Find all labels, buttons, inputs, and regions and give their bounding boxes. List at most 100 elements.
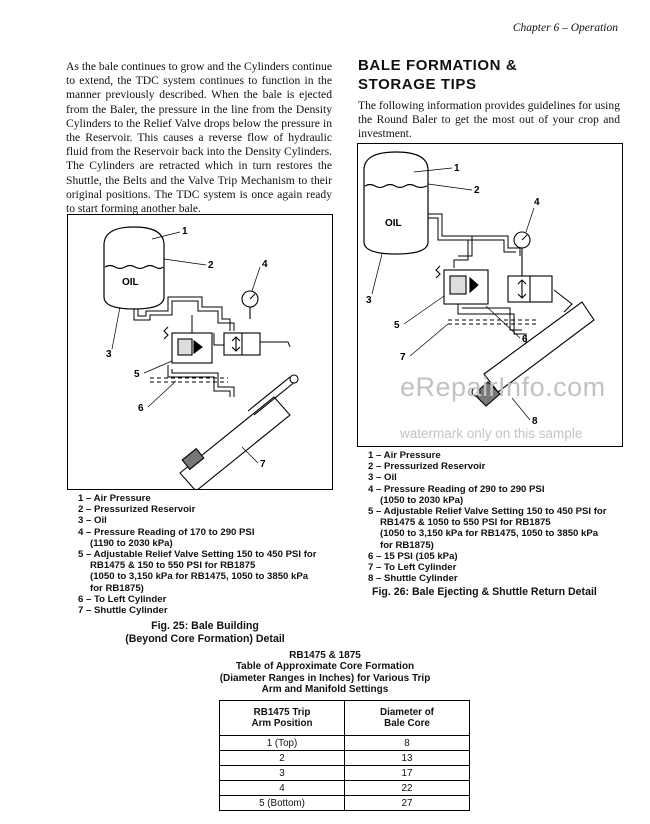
table-row: 3 17 — [219, 765, 470, 781]
section-heading: BALE FORMATION & STORAGE TIPS — [358, 56, 618, 94]
legend-item: 7 – Shuttle Cylinder — [78, 605, 168, 617]
cell-core-diameter: 13 — [344, 750, 470, 766]
column-header-trip-arm: RB1475 Trip Arm Position — [219, 700, 345, 736]
fig25-callout-3: 3 — [106, 349, 112, 360]
fig25-caption: Fig. 25: Bale Building (Beyond Core Form… — [110, 620, 300, 645]
cell-core-diameter: 8 — [344, 735, 470, 751]
shuttle-cylinder — [471, 301, 595, 407]
cell-trip-arm-position: 2 — [219, 750, 345, 766]
fig25-callout-5: 5 — [134, 369, 140, 380]
table-title: RB1475 & 1875 Table of Approximate Core … — [180, 650, 470, 695]
watermark-brand: eRepairInfo.com — [400, 372, 606, 402]
legend-item: 6 – 15 PSI (105 kPa) — [368, 550, 458, 562]
fig26-callouts: 1 2 3 4 5 6 7 8 — [366, 163, 540, 427]
fig25-callout-1: 1 — [182, 226, 188, 237]
legend-item: RB1475 & 150 to 550 PSI for RB1875 — [90, 560, 256, 572]
fig25-callouts: 1 2 3 4 5 6 7 — [106, 226, 268, 470]
legend-item: 3 – Oil — [78, 515, 107, 527]
cell-trip-arm-position: 1 (Top) — [219, 735, 345, 751]
legend-item: 3 – Oil — [368, 472, 397, 484]
section-heading-line2: STORAGE TIPS — [358, 76, 477, 93]
fig26-callout-4: 4 — [534, 197, 540, 208]
fig25-callout-4: 4 — [262, 259, 268, 270]
fig25-legend: 1 – Air Pressure 2 – Pressurized Reservo… — [78, 493, 317, 616]
fig26-callout-8: 8 — [532, 416, 538, 427]
fig25-leader-lines — [111, 231, 261, 464]
pressure-gauge — [513, 231, 531, 276]
chapter-header: Chapter 6 – Operation — [512, 22, 618, 34]
cell-core-diameter: 22 — [344, 780, 470, 796]
oil-level-line — [364, 183, 428, 189]
fig26-hydraulic-schematic: OIL — [363, 151, 595, 427]
fig25-caption-line2: (Beyond Core Formation) Detail — [125, 632, 285, 645]
legend-item: 4 – Pressure Reading of 170 to 290 PSI — [78, 526, 255, 538]
fig26-callout-2: 2 — [474, 185, 480, 196]
legend-item: 5 – Adjustable Relief Valve Setting 150 … — [78, 549, 317, 561]
table-row: 2 13 — [219, 750, 470, 766]
table-header-row: RB1475 Trip Arm Position Diameter of Bal… — [219, 700, 470, 736]
table-row: 1 (Top) 8 — [219, 735, 470, 751]
table-title-line: RB1475 & 1875 — [289, 650, 361, 661]
reservoir-tank — [103, 226, 165, 310]
legend-item: 2 – Pressurized Reservoir — [368, 461, 486, 473]
section-heading-line1: BALE FORMATION & — [358, 57, 518, 74]
trip-valve — [507, 275, 553, 303]
shuttle-cylinder — [179, 374, 299, 489]
core-formation-table: RB1475 Trip Arm Position Diameter of Bal… — [219, 700, 470, 811]
legend-item: 1 – Air Pressure — [368, 450, 441, 461]
tank-outline — [363, 151, 429, 255]
fig26-oil-label: OIL — [385, 218, 402, 229]
fig25-callout-7: 7 — [260, 459, 266, 470]
legend-item: 4 – Pressure Reading of 290 to 290 PSI — [368, 483, 545, 495]
cell-trip-arm-position: 4 — [219, 780, 345, 796]
trip-valve — [223, 332, 261, 356]
legend-item: 5 – Adjustable Relief Valve Setting 150 … — [368, 506, 607, 518]
section-intro: The following information provides guide… — [358, 99, 620, 141]
legend-item: (1050 to 2030 kPa) — [380, 494, 464, 506]
fig26-callout-1: 1 — [454, 163, 460, 174]
table-row: 5 (Bottom) 27 — [219, 795, 470, 811]
legend-item: for RB1875) — [90, 582, 144, 594]
header-line: Arm Position — [251, 718, 313, 729]
legend-item: RB1475 & 1050 to 550 PSI for RB1875 — [380, 517, 551, 529]
legend-item: (1050 to 3,150 kPa for RB1475, 1050 to 3… — [380, 528, 599, 540]
legend-item: 7 – To Left Cylinder — [368, 562, 457, 574]
reservoir-tank — [363, 151, 429, 255]
legend-item: (1190 to 2030 kPa) — [90, 537, 173, 549]
table-title-line: Arm and Manifold Settings — [261, 683, 389, 695]
table-title-line: Table of Approximate Core Formation — [235, 661, 415, 673]
body-paragraph: As the bale continues to grow and the Cy… — [66, 60, 332, 216]
fig26-callout-5: 5 — [394, 320, 400, 331]
tank-outline — [103, 226, 165, 310]
table-title-line: (Diameter Ranges in Inches) for Various … — [219, 672, 431, 684]
relief-valve — [435, 265, 489, 305]
pressure-gauge — [241, 290, 259, 319]
legend-item: 6 – To Left Cylinder — [78, 593, 167, 605]
fig26-leader-lines — [371, 167, 535, 421]
fig25-hydraulic-schematic: OIL — [103, 226, 299, 489]
column-header-core-diameter: Diameter of Bale Core — [344, 700, 470, 736]
cell-core-diameter: 17 — [344, 765, 470, 781]
relief-valve — [163, 326, 213, 364]
fig26-callout-6: 6 — [522, 334, 528, 345]
legend-item: 2 – Pressurized Reservoir — [78, 504, 196, 516]
fig25-callout-2: 2 — [208, 260, 214, 271]
fig25-oil-label: OIL — [122, 277, 139, 288]
legend-item: 8 – Shuttle Cylinder — [368, 573, 458, 585]
legend-item: (1050 to 3,150 kPa for RB1475, 1050 to 3… — [90, 571, 309, 583]
cell-trip-arm-position: 5 (Bottom) — [219, 795, 345, 811]
watermark-notice: watermark only on this sample — [400, 426, 583, 441]
oil-level-line — [104, 264, 164, 270]
fig25-callout-6: 6 — [138, 403, 144, 414]
fig26-caption: Fig. 26: Bale Ejecting & Shuttle Return … — [372, 586, 597, 598]
fig25-caption-line1: Fig. 25: Bale Building — [151, 620, 259, 632]
fig26-callout-3: 3 — [366, 295, 372, 306]
legend-item: for RB1875) — [380, 539, 434, 551]
cell-trip-arm-position: 3 — [219, 765, 345, 781]
legend-item: 1 – Air Pressure — [78, 493, 151, 504]
header-line: RB1475 Trip — [253, 706, 311, 718]
header-line: Bale Core — [384, 718, 430, 729]
fig26-callout-7: 7 — [400, 352, 406, 363]
fig26-legend: 1 – Air Pressure 2 – Pressurized Reservo… — [368, 450, 607, 584]
fig26-diagram: OIL — [357, 143, 623, 447]
